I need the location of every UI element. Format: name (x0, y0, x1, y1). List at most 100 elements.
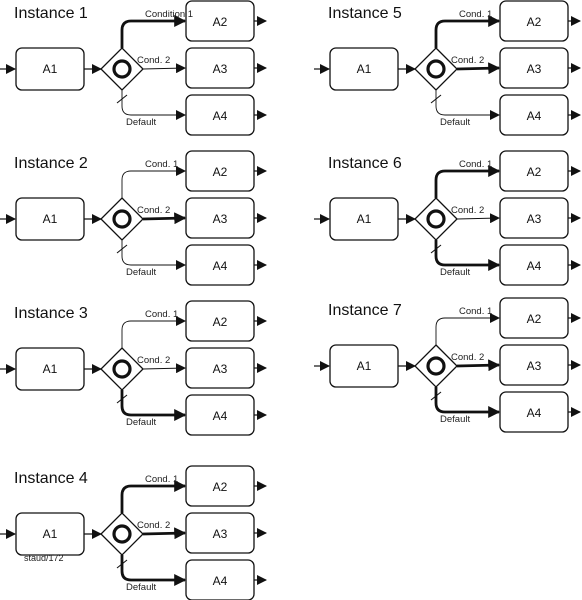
target-task-label: A3 (213, 62, 228, 76)
instance-title: Instance 5 (328, 5, 402, 22)
gateway-flow-2 (142, 363, 186, 374)
gateway-flow-1 (120, 480, 187, 513)
flow-condition-label: Cond. 2 (137, 520, 170, 531)
gateway-flow-1 (434, 15, 501, 48)
inclusive-gateway-circle (112, 59, 132, 79)
flow-condition-label: Cond. 1 (459, 9, 492, 20)
gateway-flow-3 (435, 90, 500, 120)
default-flow-marker (430, 391, 442, 401)
flow-condition-label: Cond. 1 (459, 159, 492, 170)
source-task-label: A1 (357, 212, 372, 226)
gateway-flow-1 (121, 166, 186, 198)
flow-condition-label: Default (126, 582, 156, 593)
inclusive-gateway-circle (112, 359, 132, 379)
target-task-label: A4 (213, 259, 228, 273)
target-task-label: A4 (213, 574, 228, 588)
instance-title: Instance 4 (14, 470, 88, 487)
inclusive-gateway-circle (426, 59, 446, 79)
gateway-flow-2 (456, 213, 500, 224)
instance-title: Instance 1 (14, 5, 88, 22)
gateway-flow-2 (456, 62, 501, 75)
target-task-label: A4 (527, 406, 542, 420)
flow-condition-label: Condition 1 (145, 9, 193, 20)
flow-condition-label: Cond. 2 (451, 205, 484, 216)
gateway-flow-3 (434, 387, 501, 418)
gateway-flow-3 (121, 90, 186, 120)
gateway-flow-3 (121, 240, 186, 270)
default-flow-marker (116, 394, 128, 404)
gateway-flow-3 (434, 240, 501, 271)
inclusive-gateway-circle (426, 209, 446, 229)
target-task-label: A2 (213, 315, 228, 329)
gateway-flow-2 (142, 212, 187, 225)
inclusive-gateway-circle (426, 356, 446, 376)
source-task-label: A1 (43, 212, 58, 226)
flow-condition-label: Default (126, 117, 156, 128)
target-task-label: A2 (213, 165, 228, 179)
target-task-label: A2 (527, 15, 542, 29)
instance-title: Instance 6 (328, 155, 402, 172)
inclusive-gateway-circle (112, 209, 132, 229)
source-task-label: A1 (357, 62, 372, 76)
flow-condition-label: Default (126, 267, 156, 278)
flow-condition-label: Cond. 2 (137, 205, 170, 216)
flow-condition-label: Cond. 2 (137, 55, 170, 66)
default-flow-marker (430, 244, 442, 254)
footnote-text: staud/172 (24, 553, 64, 563)
gateway-flow-1 (121, 316, 186, 348)
target-task-label: A4 (213, 109, 228, 123)
flow-condition-label: Default (126, 417, 156, 428)
instance-title: Instance 3 (14, 305, 88, 322)
gateway-flow-2 (142, 527, 187, 540)
gateway-flow-3 (120, 555, 187, 586)
flow-condition-label: Cond. 1 (145, 159, 178, 170)
flow-condition-label: Default (440, 267, 470, 278)
default-flow-marker (116, 559, 128, 569)
source-task-label: A1 (357, 359, 372, 373)
default-flow-marker (116, 244, 128, 254)
flow-condition-label: Cond. 2 (137, 355, 170, 366)
instance-title: Instance 2 (14, 155, 88, 172)
target-task-label: A3 (527, 212, 542, 226)
flow-condition-label: Cond. 2 (451, 352, 484, 363)
gateway-flow-1 (434, 165, 501, 198)
source-task-label: A1 (43, 362, 58, 376)
flow-condition-label: Cond. 1 (145, 309, 178, 320)
gateway-flow-3 (120, 390, 187, 421)
target-task-label: A4 (213, 409, 228, 423)
default-flow-marker (430, 94, 442, 104)
target-task-label: A3 (213, 212, 228, 226)
target-task-label: A3 (527, 62, 542, 76)
flow-condition-label: Default (440, 117, 470, 128)
target-task-label: A3 (213, 362, 228, 376)
target-task-label: A2 (213, 480, 228, 494)
flow-condition-label: Cond. 1 (145, 474, 178, 485)
source-task-label: A1 (43, 527, 58, 541)
gateway-flow-2 (456, 359, 501, 372)
gateway-flow-1 (120, 15, 187, 48)
default-flow-marker (116, 94, 128, 104)
instance-title: Instance 7 (328, 302, 402, 319)
target-task-label: A4 (527, 259, 542, 273)
flow-condition-label: Cond. 2 (451, 55, 484, 66)
target-task-label: A3 (527, 359, 542, 373)
flow-condition-label: Cond. 1 (459, 306, 492, 317)
target-task-label: A2 (213, 15, 228, 29)
target-task-label: A4 (527, 109, 542, 123)
target-task-label: A2 (527, 165, 542, 179)
source-task-label: A1 (43, 62, 58, 76)
inclusive-gateway-circle (112, 524, 132, 544)
gateway-flow-1 (435, 313, 500, 345)
target-task-label: A2 (527, 312, 542, 326)
gateway-flow-2 (142, 63, 186, 74)
target-task-label: A3 (213, 527, 228, 541)
